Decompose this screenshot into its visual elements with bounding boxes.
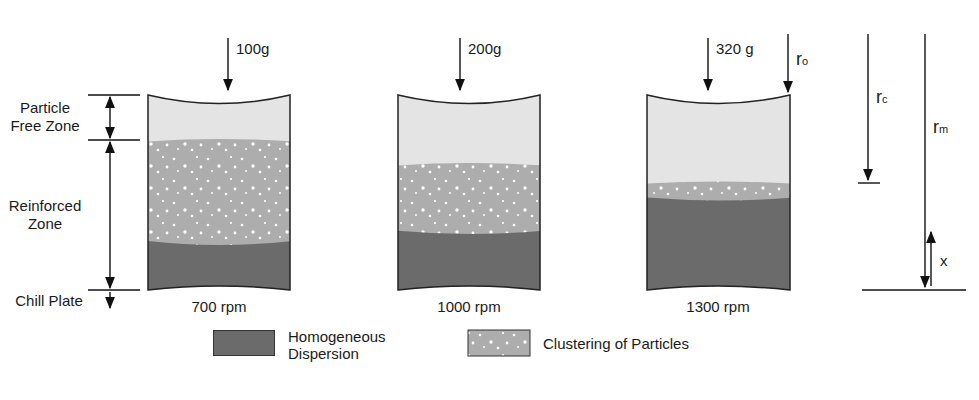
casting-1000 bbox=[390, 80, 550, 300]
legend-swatch-pattern bbox=[468, 330, 530, 356]
casting-700 bbox=[140, 80, 300, 300]
legend-swatch bbox=[213, 330, 275, 356]
zone-label: Particle Free Zone bbox=[4, 99, 86, 135]
load-label: 320 g bbox=[716, 40, 776, 58]
radius-label: rc bbox=[876, 88, 916, 108]
load-label: 200g bbox=[468, 40, 528, 58]
speed-label: 700 rpm bbox=[169, 298, 269, 316]
legend-text: Homogeneous Dispersion bbox=[288, 328, 398, 362]
zone-label: Chill Plate bbox=[4, 292, 94, 310]
legend-text: Clustering of Particles bbox=[543, 335, 743, 352]
load-arrows bbox=[228, 34, 966, 290]
radius-label: ro bbox=[796, 50, 836, 70]
zone-brackets bbox=[88, 95, 140, 308]
speed-label: 1300 rpm bbox=[668, 298, 768, 316]
casting-1300 bbox=[640, 80, 800, 300]
radius-label: rm bbox=[933, 118, 973, 138]
load-label: 100g bbox=[236, 40, 296, 58]
speed-label: 1000 rpm bbox=[419, 298, 519, 316]
zone-label: Reinforced Zone bbox=[4, 197, 86, 233]
axis-label: x bbox=[940, 252, 970, 270]
